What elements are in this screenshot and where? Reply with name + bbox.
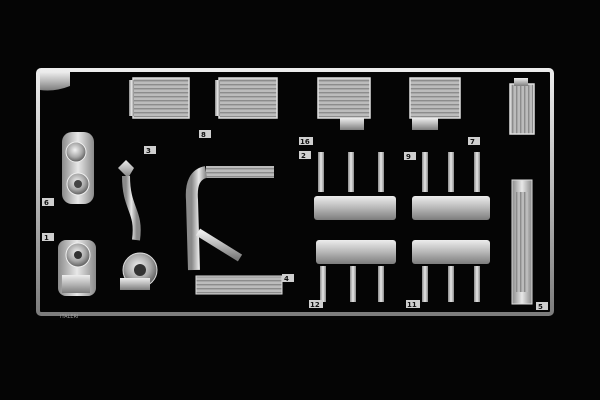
tag-c: 2 <box>301 152 306 160</box>
intercooler <box>185 166 283 295</box>
radiator-3 <box>317 77 371 130</box>
tag-f: 7 <box>470 138 475 146</box>
tag-d: 3 <box>146 147 151 155</box>
tag-k: 11 <box>407 301 417 309</box>
cylinder-bank-left <box>314 152 396 302</box>
radiator-5 <box>509 78 535 135</box>
vertical-rail-part <box>511 179 533 305</box>
corner-tab <box>40 72 70 91</box>
tag-a: 8 <box>201 131 206 139</box>
cylinder-bank-right <box>412 152 490 302</box>
tag-j: 12 <box>310 301 320 309</box>
tag-l: 6 <box>44 199 49 207</box>
tag-g: 1 <box>44 234 49 242</box>
sprue-text: ITALERI <box>60 314 78 320</box>
tag-i: 4 <box>284 275 289 283</box>
radiator-1 <box>129 77 190 119</box>
radiator-2 <box>215 77 278 119</box>
turbo-pipe <box>118 160 158 290</box>
engine-block-top <box>62 132 94 204</box>
part-number-tags: 8 16 2 3 9 7 1 5 4 12 11 6 <box>42 130 548 311</box>
tag-b: 16 <box>300 138 310 146</box>
engine-block-bottom <box>58 240 96 296</box>
tag-e: 9 <box>406 153 411 161</box>
tag-h: 5 <box>538 303 543 311</box>
radiator-4 <box>409 77 461 130</box>
